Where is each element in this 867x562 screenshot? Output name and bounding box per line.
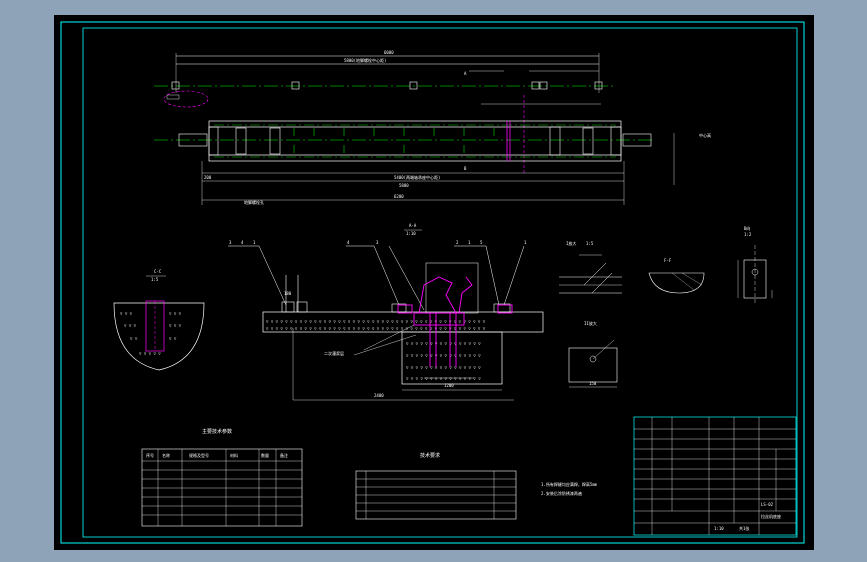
dim-pit-width: 2400 <box>374 393 384 398</box>
svg-text:▽ ▽ ▽: ▽ ▽ ▽ <box>169 323 182 328</box>
detail-4-title: II放大 <box>584 320 597 326</box>
outer-frame <box>60 21 805 544</box>
section-c-title: C-C <box>154 269 162 274</box>
top-elevation-view: 6000 5800(地脚螺栓中心距) A <box>154 50 711 205</box>
svg-text:▽ ▽ ▽ ▽ ▽ ▽ ▽ ▽ ▽ ▽ ▽ ▽ ▽ ▽ ▽: ▽ ▽ ▽ ▽ ▽ ▽ ▽ ▽ ▽ ▽ ▽ ▽ ▽ ▽ ▽ ▽ <box>406 341 481 346</box>
svg-text:2: 2 <box>456 240 459 245</box>
svg-text:▽ ▽ ▽ ▽ ▽ ▽ ▽ ▽ ▽ ▽ ▽ ▽ ▽ ▽ ▽: ▽ ▽ ▽ ▽ ▽ ▽ ▽ ▽ ▽ ▽ ▽ ▽ ▽ ▽ ▽ ▽ <box>406 353 481 358</box>
cad-drawing: 6000 5800(地脚螺栓中心距) A <box>60 21 805 544</box>
svg-text:▽ ▽ ▽ ▽ ▽ ▽ ▽ ▽ ▽ ▽ ▽ ▽ ▽ ▽ ▽: ▽ ▽ ▽ ▽ ▽ ▽ ▽ ▽ ▽ ▽ ▽ ▽ ▽ ▽ ▽ ▽ ▽ ▽ ▽ ▽ … <box>266 326 486 331</box>
svg-text:1: 1 <box>524 240 527 245</box>
header-qty: 数量 <box>261 452 269 458</box>
svg-text:▽ ▽ ▽: ▽ ▽ ▽ <box>169 311 182 316</box>
detail-3-title: B向 <box>744 225 750 231</box>
svg-text:▽ ▽ ▽ ▽ ▽: ▽ ▽ ▽ ▽ ▽ <box>139 351 161 356</box>
section-c-scale: 1:5 <box>151 277 159 282</box>
title-sheet: 共1张 <box>739 525 749 531</box>
detail-1-scale: 1:5 <box>586 241 594 246</box>
dim-right-label: 中心高 <box>699 132 711 138</box>
svg-text:▽ ▽: ▽ ▽ <box>130 336 138 341</box>
svg-text:▽ ▽ ▽ ▽ ▽ ▽ ▽ ▽ ▽ ▽ ▽ ▽ ▽ ▽ ▽: ▽ ▽ ▽ ▽ ▽ ▽ ▽ ▽ ▽ ▽ ▽ ▽ ▽ ▽ ▽ ▽ <box>406 365 481 370</box>
svg-text:4: 4 <box>347 240 350 245</box>
svg-text:3: 3 <box>376 240 379 245</box>
svg-text:▽ ▽ ▽: ▽ ▽ ▽ <box>120 311 133 316</box>
title-scale: 1:10 <box>714 526 724 531</box>
header-spec: 规格及型号 <box>189 452 209 458</box>
dim-pit-inner: 1200 <box>444 383 454 388</box>
svg-text:5: 5 <box>480 240 483 245</box>
requirements-table: 技术要求 <box>355 452 517 520</box>
svg-text:1: 1 <box>253 240 256 245</box>
table-left-title: 主要技术参数 <box>202 428 232 435</box>
inner-frame <box>82 27 798 538</box>
dim-detail-4: 150 <box>589 381 597 386</box>
detail-views: I放大 1:5 F-F B向 1:2 II放大 150 <box>559 225 773 388</box>
drawing-sheet: 6000 5800(地脚螺栓中心距) A <box>54 15 814 550</box>
title-drawing-no: LS-02 <box>761 502 774 507</box>
note-line-1: 1.所有焊缝均应满焊，焊高5mm <box>541 481 598 487</box>
dim-post: 180 <box>284 291 292 296</box>
header-index: 序号 <box>146 452 154 458</box>
detail-2-title: F-F <box>664 258 672 263</box>
header-remark: 备注 <box>280 452 288 458</box>
header-name: 名称 <box>162 452 170 458</box>
svg-text:▽ ▽ ▽ ▽ ▽ ▽ ▽ ▽ ▽ ▽ ▽ ▽ ▽ ▽ ▽: ▽ ▽ ▽ ▽ ▽ ▽ ▽ ▽ ▽ ▽ ▽ ▽ ▽ ▽ ▽ ▽ <box>406 376 481 381</box>
view-scale-a: 1:10 <box>406 231 416 236</box>
svg-text:1: 1 <box>468 240 471 245</box>
header-material: 材料 <box>230 452 238 458</box>
dim-overall-top: 6000 <box>384 50 394 55</box>
title-drawing-name: 拉丝机底座 <box>761 513 781 519</box>
dim-bottom-2: 5800 <box>399 183 409 188</box>
dim-overall-2: 5800(地脚螺栓中心距) <box>344 57 386 63</box>
section-label-a: A <box>464 71 467 76</box>
detail-3-scale: 1:2 <box>744 232 752 237</box>
title-block: 拉丝机底座 LS-02 1:10 共1张 <box>633 416 797 536</box>
dim-bottom-3: 6200 <box>394 194 404 199</box>
section-label-b: B <box>464 166 467 171</box>
dim-bottom-left: 200 <box>204 175 212 180</box>
detail-1-title: I放大 <box>566 240 576 246</box>
callout-grout: 二次灌浆层 <box>324 350 344 356</box>
svg-text:▽ ▽: ▽ ▽ <box>169 336 177 341</box>
svg-text:4: 4 <box>241 240 244 245</box>
section-c-view: C-C 1:5 ▽ ▽ ▽ ▽ ▽ ▽ ▽ ▽ ▽ ▽ ▽ ▽ ▽ ▽ ▽ ▽ ▽ ▽… <box>113 269 205 371</box>
view-title-a: A-A <box>409 223 417 228</box>
svg-text:3: 3 <box>229 240 232 245</box>
dim-bottom-mid: 5400(两端轴承座中心距) <box>394 174 440 180</box>
dim-bottom-note: 地脚螺栓孔 <box>244 199 264 205</box>
svg-text:▽ ▽ ▽: ▽ ▽ ▽ <box>124 323 137 328</box>
table-center-title: 技术要求 <box>420 452 440 459</box>
parts-table-left: 主要技术参数 序号 名称 规格及型号 材料 数量 备注 <box>141 428 303 527</box>
foundation-section-view: A-A 1:10 3 4 1 4 3 2 1 5 1 ▽ ▽ ▽ ▽ ▽ ▽ ▽ ▽ ▽ … <box>228 223 544 401</box>
note-line-2: 2.安装后涂防锈漆两遍 <box>541 490 582 496</box>
svg-text:▽ ▽ ▽ ▽ ▽ ▽ ▽ ▽ ▽ ▽ ▽ ▽ ▽ ▽ ▽: ▽ ▽ ▽ ▽ ▽ ▽ ▽ ▽ ▽ ▽ ▽ ▽ ▽ ▽ ▽ ▽ ▽ ▽ ▽ ▽ … <box>266 319 486 324</box>
